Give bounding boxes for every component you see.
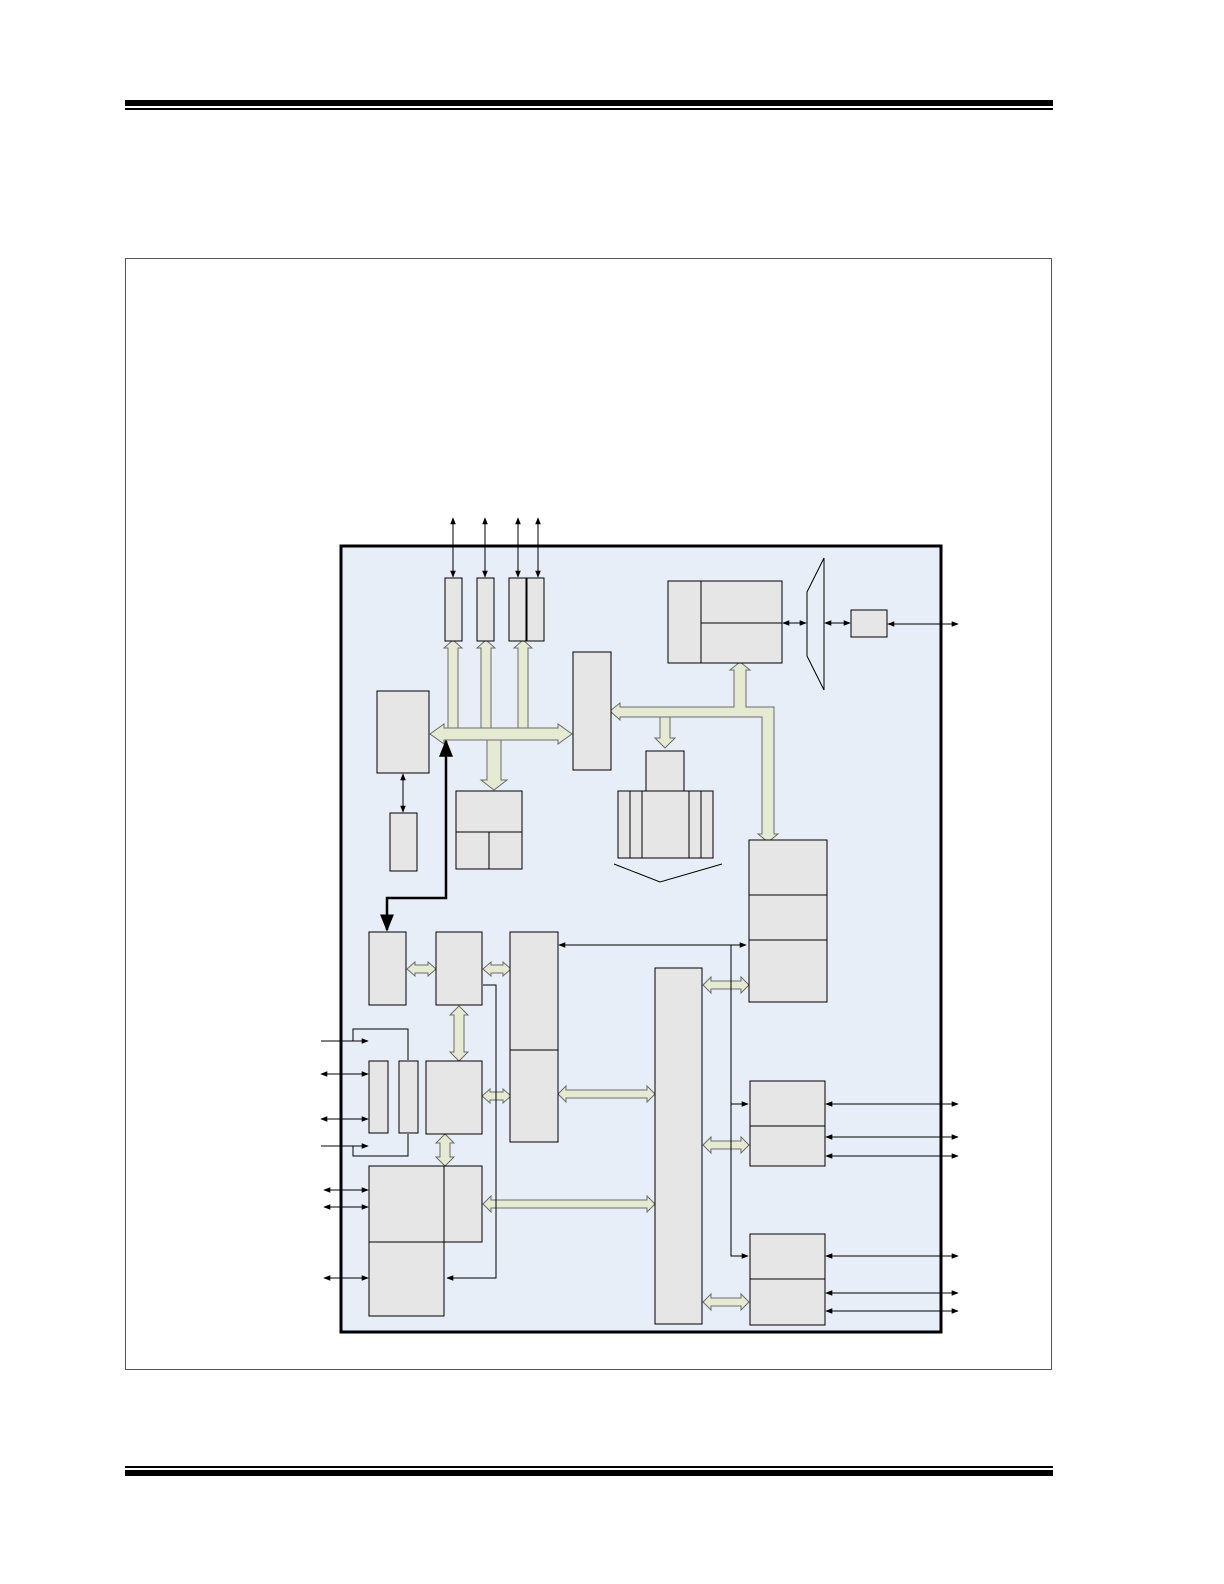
lower-block-d xyxy=(425,1060,483,1135)
signal-lines xyxy=(320,517,959,1314)
bus-riser-2 xyxy=(475,639,497,729)
internal-buses xyxy=(406,639,780,1312)
mux xyxy=(806,557,825,691)
port-block-3b xyxy=(526,577,545,642)
io-block-1 xyxy=(368,1060,389,1134)
right-stack-block xyxy=(748,839,828,1003)
top-right-module xyxy=(667,580,783,664)
port-block-2 xyxy=(476,577,495,642)
port-block-3a xyxy=(508,577,527,642)
peripheral-bus-block xyxy=(654,967,703,1325)
figure-frame xyxy=(125,258,1052,1370)
bus-j xyxy=(702,1292,750,1312)
lower-block-a xyxy=(368,931,407,1006)
left-controller-block xyxy=(376,690,430,774)
cpu-core-block xyxy=(617,790,714,859)
bus-riser-1 xyxy=(442,639,464,729)
bus-down-memory xyxy=(479,739,509,791)
interface-block xyxy=(572,651,612,771)
footer-rule-thick xyxy=(125,1470,1053,1476)
thick-control-path xyxy=(380,739,453,932)
header-rule-thick xyxy=(125,100,1053,106)
io-block-2 xyxy=(398,1060,419,1134)
lower-block-b xyxy=(435,931,483,1006)
lower-big-block-bottom xyxy=(368,1241,445,1317)
peripheral-block-1 xyxy=(749,1080,826,1167)
header-rule-thin xyxy=(125,108,1053,110)
port-block-1 xyxy=(444,577,463,642)
lower-block-c xyxy=(509,931,559,1143)
lower-big-block xyxy=(368,1165,483,1243)
functional-blocks xyxy=(368,557,888,1326)
bus-drop-cpu xyxy=(653,716,677,749)
left-small-block xyxy=(389,812,418,872)
bus-right-segment xyxy=(609,661,780,843)
bus-riser-3 xyxy=(512,639,534,729)
bus-i xyxy=(702,1135,750,1155)
cpu-top-block xyxy=(645,750,685,792)
footer-rule-thin xyxy=(125,1466,1053,1468)
external-interface-block xyxy=(850,609,888,638)
